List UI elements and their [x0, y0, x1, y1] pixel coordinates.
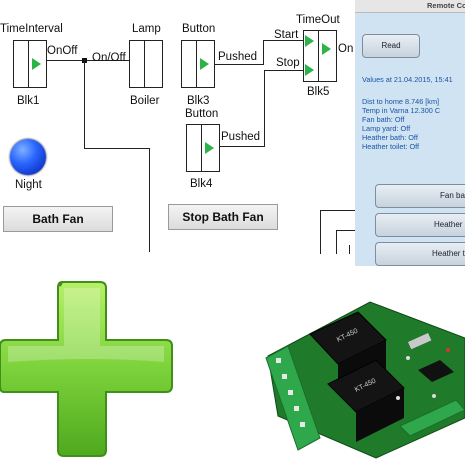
stop-bath-fan-button[interactable]: Stop Bath Fan — [168, 204, 278, 230]
wire-blk3-start — [263, 40, 303, 41]
terminal-block — [265, 345, 321, 451]
phone-title-bar: Remote Co — [355, 0, 465, 13]
boiler-type-label: Lamp — [132, 23, 161, 35]
blk5-output-label: On — [338, 43, 354, 55]
bath-fan-button[interactable]: Bath Fan — [3, 206, 113, 232]
phone-app-screen: Remote Co Read Values at 21.04.2015, 15:… — [355, 0, 465, 266]
blk4-block[interactable] — [186, 124, 220, 172]
status-line: Heather toilet: Off — [362, 142, 420, 151]
blk4-name-label: Blk4 — [190, 178, 213, 190]
fan-bath-button[interactable]: Fan ba — [375, 184, 465, 208]
status-line: Dist to home 8.746 [km] — [362, 97, 440, 106]
relay-2-side — [356, 388, 404, 442]
status-line: Fan bath: Off — [362, 115, 405, 124]
night-indicator-led[interactable] — [10, 139, 46, 175]
play-arrow-icon — [200, 58, 209, 70]
wire-branch-down — [84, 60, 85, 148]
blk4-output-label: Pushed — [221, 131, 261, 143]
wire-blk4-up — [264, 70, 265, 147]
blk1-block[interactable] — [13, 40, 47, 88]
wire-lower-1 — [320, 210, 321, 254]
blk4-type-label: Button — [185, 108, 219, 120]
status-line: Lamp yard: Off — [362, 124, 411, 133]
blk5-type-label: TimeOut — [296, 14, 340, 26]
blk3-name-label: Blk3 — [187, 95, 210, 107]
phone-title: Remote Co — [427, 1, 465, 10]
wire-lower-3 — [349, 245, 350, 254]
boiler-block[interactable] — [129, 40, 163, 88]
relay-board-photo: KT-450 KT-450 — [265, 301, 465, 459]
blk3-type-label: Button — [182, 23, 216, 35]
wire-branch-down-2 — [149, 148, 150, 252]
play-arrow-icon — [32, 58, 41, 70]
heather-toilet-button[interactable]: Heather t — [375, 242, 465, 266]
play-arrow-icon — [305, 35, 314, 47]
blk5-name-label: Blk5 — [307, 86, 330, 98]
blk5-block[interactable] — [303, 30, 337, 82]
ic-chip — [418, 360, 454, 382]
heather-button[interactable]: Heather — [375, 213, 465, 237]
blk1-type-label: TimeInterval — [0, 23, 63, 35]
wire-lower-2h — [336, 230, 355, 231]
wire-branch-right — [84, 148, 149, 149]
blk3-block[interactable] — [181, 40, 215, 88]
play-arrow-icon — [205, 142, 214, 154]
boiler-name-label: Boiler — [130, 95, 160, 107]
blk1-output-label: OnOff — [47, 45, 78, 57]
wire-blk4-out — [220, 146, 264, 147]
wire-lower-1h — [320, 210, 355, 211]
blk5-input-stop-label: Stop — [276, 57, 300, 69]
terminal-block-right — [399, 399, 465, 437]
blk5-input-start-label: Start — [274, 29, 299, 41]
play-arrow-icon — [322, 43, 331, 55]
wire-blk4-stop — [264, 70, 303, 71]
status-line: Heather bath: Off — [362, 133, 418, 142]
night-indicator-label: Night — [15, 179, 42, 191]
wire-blk1-boiler — [47, 60, 129, 61]
blk1-name-label: Blk1 — [17, 95, 40, 107]
wire-blk3-up — [263, 40, 264, 65]
green-plus-icon — [0, 280, 173, 457]
wire-lower-2 — [336, 230, 337, 254]
play-arrow-icon — [305, 64, 314, 76]
blk3-output-label: Pushed — [218, 51, 258, 63]
boiler-input-label: On/Off — [92, 52, 126, 64]
values-timestamp: Values at 21.04.2015, 15:41 — [362, 75, 453, 84]
status-line: Temp in Varna 12.300 C — [362, 106, 441, 115]
wire-blk3-out — [215, 64, 263, 65]
read-button[interactable]: Read — [362, 34, 420, 58]
crystal-oscillator — [408, 333, 432, 350]
